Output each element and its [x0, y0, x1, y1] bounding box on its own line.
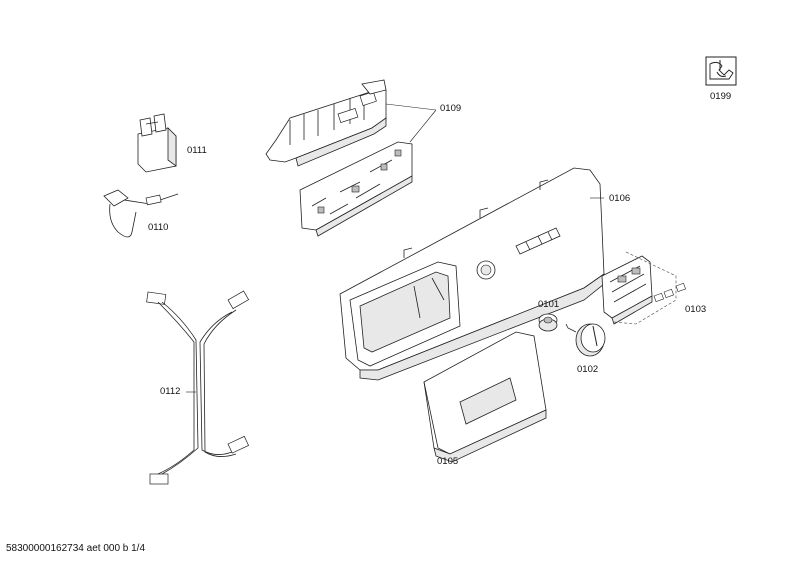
mains-cable — [103, 189, 179, 238]
part-label-0199: 0199 — [710, 91, 732, 102]
interference-suppressor — [137, 113, 177, 173]
control-panel-fascia — [339, 167, 605, 381]
part-label-0109: 0109 — [440, 103, 462, 114]
part-label-0110: 0110 — [148, 222, 169, 233]
part-label-0112: 0112 — [160, 386, 181, 397]
document-code: 58300000162734 aet 000 b 1/4 — [6, 543, 146, 554]
programme-selector-knob — [565, 323, 606, 357]
program-module — [601, 251, 686, 325]
part-label-0105: 0105 — [437, 456, 459, 467]
electronic-module-assembly — [265, 79, 437, 237]
wiring-harness — [146, 290, 250, 485]
knob-cap — [538, 313, 558, 332]
part-label-0103: 0103 — [685, 304, 707, 315]
part-label-0102: 0102 — [577, 364, 599, 375]
service-wrench-icon — [705, 56, 737, 86]
dispenser-drawer-handle — [423, 331, 547, 463]
part-label-0101: 0101 — [538, 299, 560, 310]
part-label-0111: 0111 — [187, 145, 207, 156]
part-label-0106: 0106 — [609, 193, 631, 204]
